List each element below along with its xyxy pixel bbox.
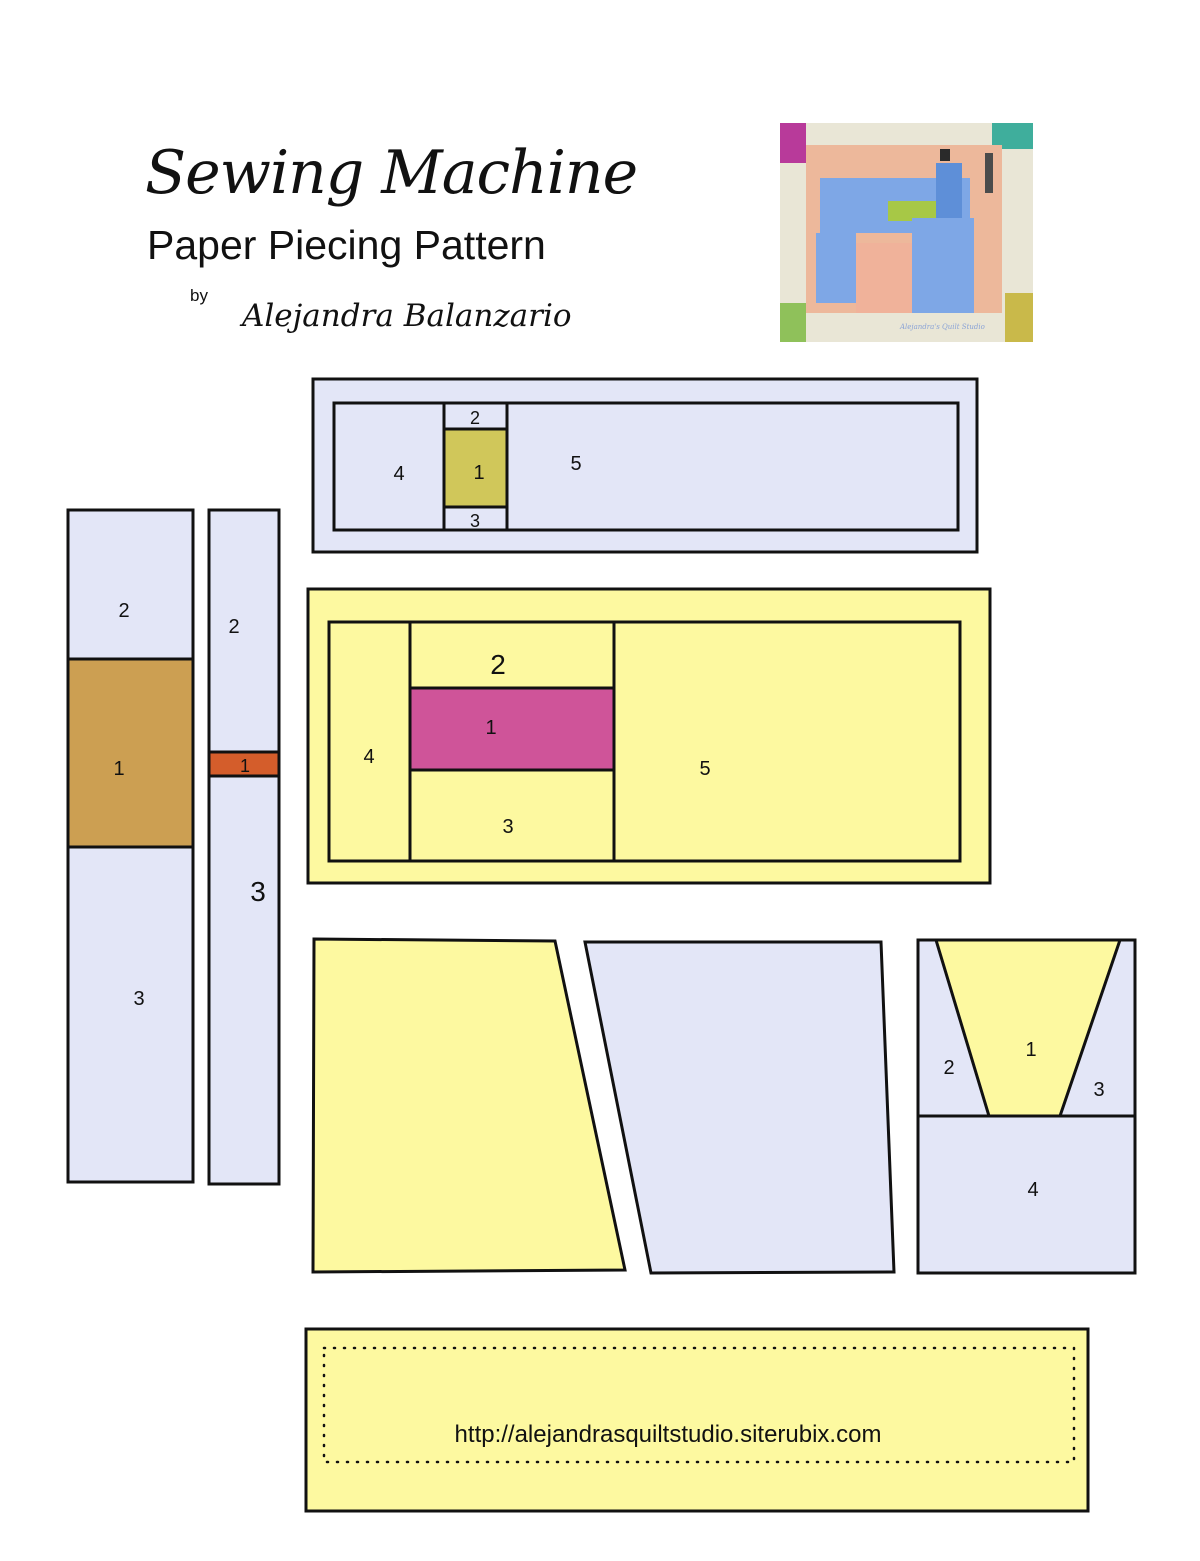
top-bar-label-1: 1	[473, 462, 484, 484]
spool-label-4: 4	[1027, 1179, 1038, 1201]
spool-label-2: 2	[943, 1057, 954, 1079]
author-name: Alejandra Balanzario	[242, 298, 572, 334]
narrow-strip-label-1: 1	[240, 756, 250, 776]
yellow-block-label-4: 4	[363, 746, 374, 768]
yellow-trapezoid-piece	[311, 937, 627, 1274]
pattern-title: Sewing Machine	[145, 138, 638, 208]
yellow-block-label-3: 3	[502, 816, 513, 838]
narrow-strip-label-3: 3	[250, 876, 266, 907]
photo-watermark: Alejandra's Quilt Studio	[899, 323, 985, 331]
yellow-block-label-5: 5	[699, 758, 710, 780]
left-strip-label-3: 3	[133, 988, 144, 1010]
top-bar-label-3: 3	[470, 511, 480, 531]
spool-label-1: 1	[1025, 1039, 1036, 1061]
pattern-subtitle: Paper Piecing Pattern	[147, 222, 546, 268]
yellow-block-section	[306, 587, 992, 885]
spool-block	[916, 938, 1137, 1275]
top-bar-label-5: 5	[570, 453, 581, 475]
yellow-block-label-2: 2	[490, 649, 506, 680]
yellow-block-label-1: 1	[485, 717, 496, 739]
quilt-block-photo: Alejandra's Quilt Studio	[780, 123, 1033, 342]
left-strip-label-2: 2	[118, 600, 129, 622]
top-bar-section	[311, 377, 979, 554]
left-strip-label-1: 1	[113, 758, 124, 780]
left-strip	[66, 508, 195, 1184]
by-label: by	[190, 286, 208, 305]
narrow-strip-label-2: 2	[228, 616, 239, 638]
url-banner	[304, 1327, 1090, 1513]
narrow-strip	[207, 508, 281, 1186]
footer-url[interactable]: http://alejandrasquiltstudio.siterubix.c…	[455, 1421, 882, 1448]
top-bar-label-2: 2	[470, 408, 480, 428]
top-bar-label-4: 4	[393, 463, 404, 485]
lavender-trapezoid-piece	[583, 940, 896, 1275]
spool-label-3: 3	[1093, 1079, 1104, 1101]
